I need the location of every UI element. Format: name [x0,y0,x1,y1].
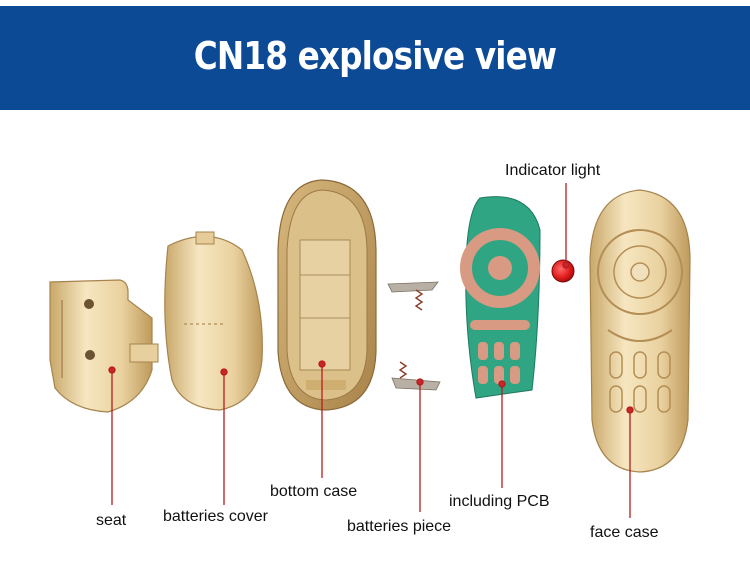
bottom-case-part [278,180,376,410]
label-bottom-case: bottom case [270,483,357,501]
batteries-cover-part [165,232,263,410]
leader-batteries-piece [417,379,423,512]
label-batteries-piece: batteries piece [347,518,451,536]
label-pcb: including PCB [449,493,550,511]
batteries-piece-part [388,282,440,390]
leader-pcb [499,381,505,488]
face-case-part [590,190,690,472]
label-face-case: face case [590,524,658,542]
label-batteries-cover: batteries cover [163,508,268,526]
leader-indicator-light [563,183,569,268]
pcb-part [466,197,540,398]
label-seat: seat [96,512,126,530]
seat-part [50,280,158,412]
label-indicator-light: Indicator light [505,162,600,180]
